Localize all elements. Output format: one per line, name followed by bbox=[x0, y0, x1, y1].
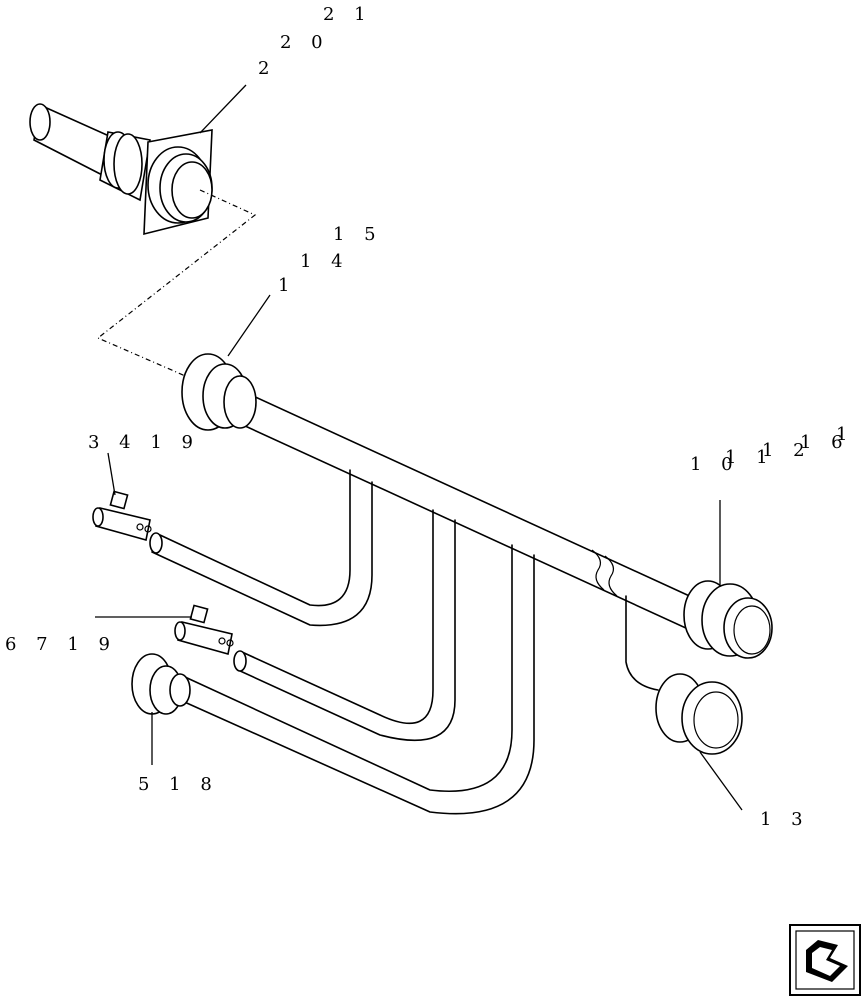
callout-15: 1 5 bbox=[333, 224, 383, 245]
callout-16: 1 6 bbox=[800, 432, 850, 453]
plug-3-4 bbox=[92, 490, 152, 542]
alignment-line bbox=[96, 189, 257, 379]
callout-14: 1 4 bbox=[300, 251, 350, 272]
branch-3-4 bbox=[92, 469, 373, 627]
callout-5-18: 5 1 8 bbox=[138, 774, 219, 795]
callout-1: 1 bbox=[278, 275, 296, 296]
branch-5 bbox=[131, 544, 535, 815]
plug-6-7 bbox=[174, 604, 234, 656]
branch-13 bbox=[625, 595, 743, 755]
callout-13: 1 3 bbox=[760, 809, 810, 830]
leader-lines bbox=[95, 84, 743, 811]
callout-12: 1 2 bbox=[762, 440, 812, 461]
return-arrow-icon[interactable] bbox=[789, 924, 861, 996]
callout-3-4-19: 3 4 1 9 bbox=[88, 432, 200, 453]
main-trunk-cable bbox=[181, 353, 721, 642]
branch-6-7 bbox=[174, 509, 456, 742]
callout-labels: 2 1 2 0 2 1 5 1 4 1 3 4 1 9 1 0 1 1 1 2 … bbox=[5, 4, 868, 830]
callout-17: 1 7 bbox=[836, 424, 868, 445]
callout-21: 2 1 bbox=[323, 4, 373, 25]
callout-11: 1 1 bbox=[725, 447, 775, 468]
trunk-end-connector bbox=[683, 580, 773, 659]
callout-2: 2 bbox=[258, 58, 276, 79]
callout-20: 2 0 bbox=[280, 32, 330, 53]
bulkhead-connector bbox=[29, 103, 213, 236]
callout-6-7-19: 6 7 1 9 bbox=[5, 634, 117, 655]
callout-10: 1 0 bbox=[690, 454, 740, 475]
